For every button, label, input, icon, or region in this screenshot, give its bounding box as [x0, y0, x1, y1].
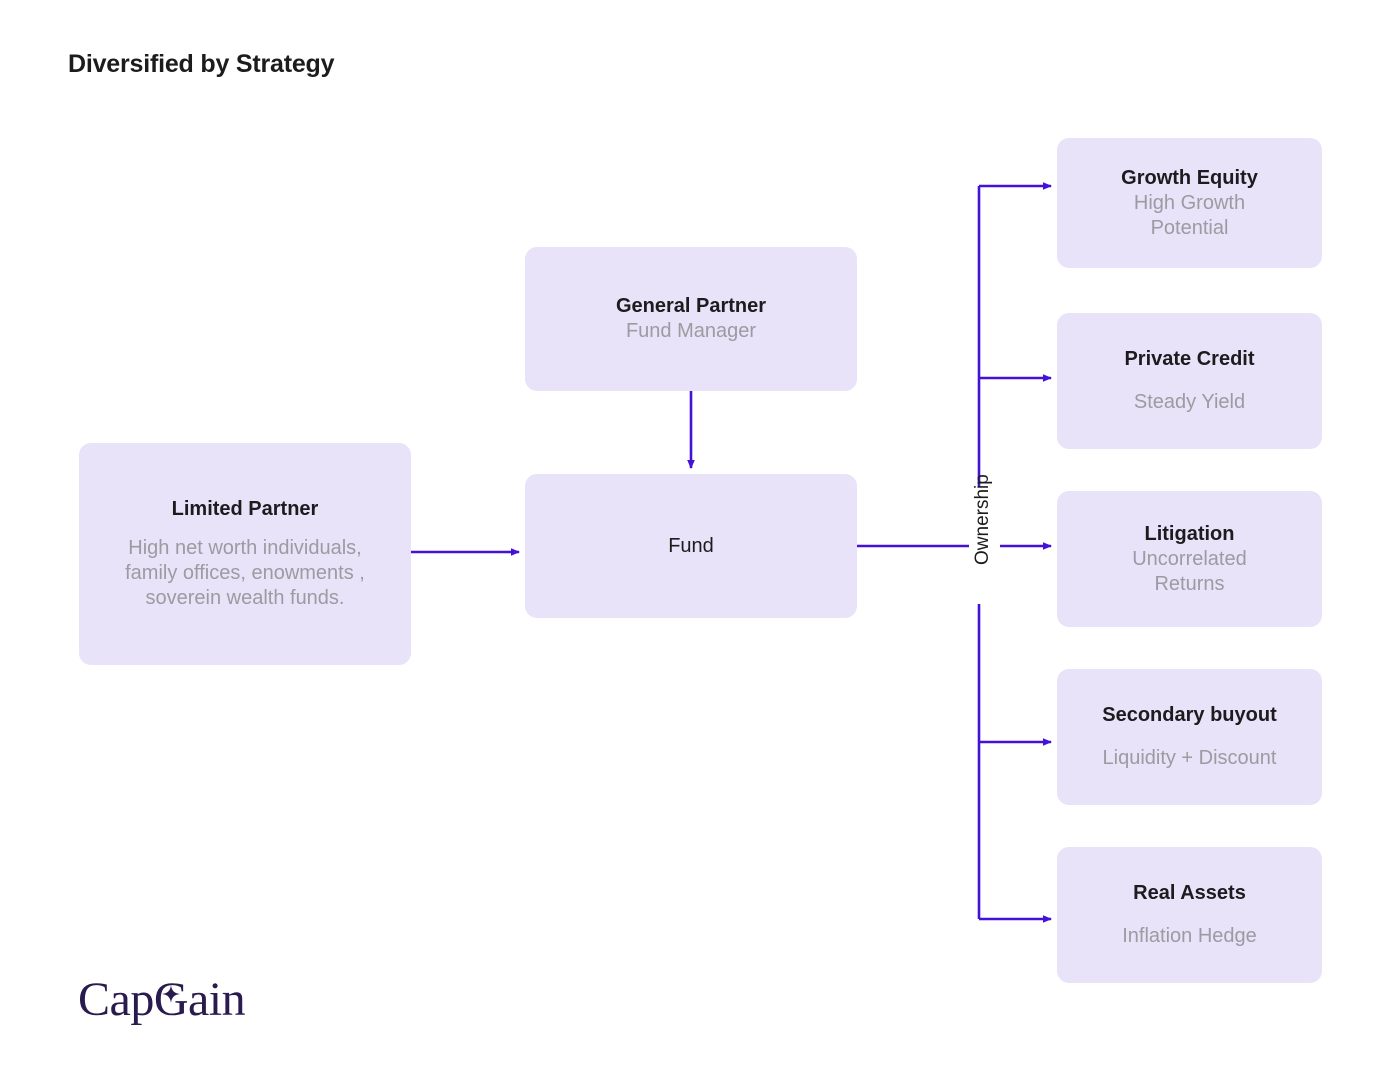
node-secondary-buyout[interactable]: Secondary buyout Liquidity + Discount [1057, 669, 1322, 805]
node-title: General Partner [615, 295, 767, 317]
node-subtitle: Uncorrelated Returns [1132, 547, 1247, 595]
node-title: Growth Equity [1121, 166, 1258, 189]
node-private-credit[interactable]: Private Credit Steady Yield [1057, 313, 1322, 449]
node-subtitle: Liquidity + Discount [1102, 747, 1277, 769]
node-litigation[interactable]: Litigation Uncorrelated Returns [1057, 491, 1322, 627]
logo-text-cap: Cap [78, 973, 154, 1026]
node-general-partner[interactable]: General Partner Fund Manager [525, 247, 857, 391]
node-growth-equity[interactable]: Growth Equity High Growth Potential [1057, 138, 1322, 268]
logo-text-ain: ain [188, 973, 246, 1026]
page-title: Diversified by Strategy [68, 50, 335, 78]
node-subtitle: High Growth Potential [1133, 191, 1246, 239]
node-fund[interactable]: Fund [525, 474, 857, 618]
node-subtitle: Inflation Hedge [1122, 925, 1257, 947]
edge-label-ownership: Ownership [969, 474, 997, 571]
node-title: Litigation [1144, 522, 1235, 545]
node-real-assets[interactable]: Real Assets Inflation Hedge [1057, 847, 1322, 983]
logo-text-g: G [153, 973, 189, 1026]
logo-letter-g: G [153, 972, 189, 1027]
node-subtitle: High net worth individuals, family offic… [125, 537, 365, 609]
node-subtitle: Steady Yield [1133, 391, 1246, 413]
capgain-logo[interactable]: Cap G ain [78, 972, 246, 1027]
node-title: Fund [668, 534, 714, 557]
node-limited-partner[interactable]: Limited Partner High net worth individua… [79, 443, 411, 665]
node-subtitle: Fund Manager [625, 320, 757, 342]
node-title: Limited Partner [171, 498, 319, 520]
node-title: Real Assets [1133, 882, 1246, 904]
node-title: Secondary buyout [1102, 704, 1277, 726]
node-title: Private Credit [1124, 348, 1255, 370]
